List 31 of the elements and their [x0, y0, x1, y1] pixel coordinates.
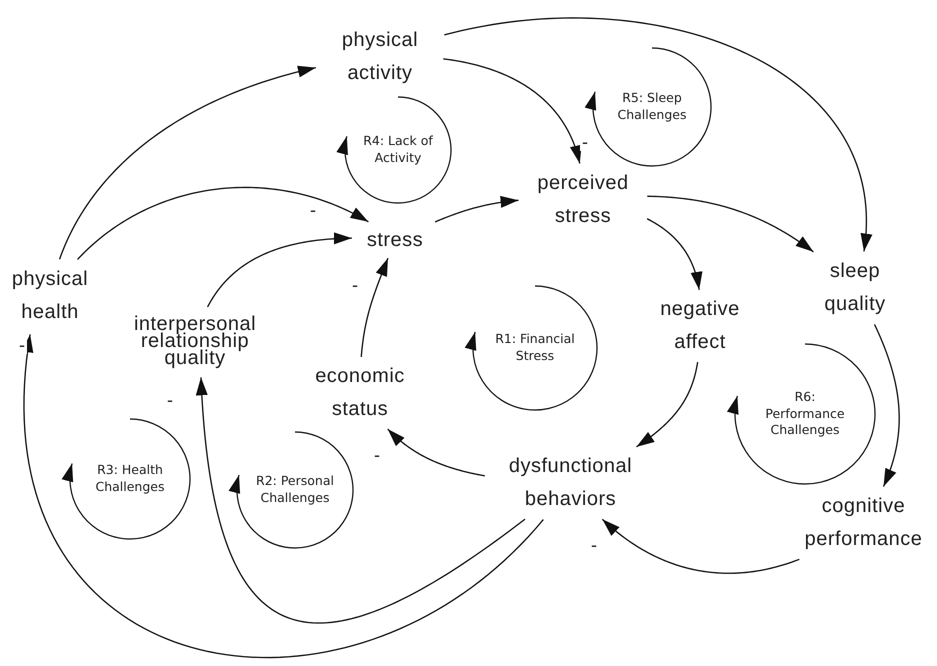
loop-label: R1: Financial Stress [495, 331, 575, 365]
causal-arrow [602, 518, 800, 574]
causal-arrow [443, 58, 582, 164]
causal-arrow [647, 196, 814, 252]
causal-arrow [434, 196, 519, 223]
causal-arrow [58, 66, 316, 260]
causal-arrow [196, 377, 526, 624]
variable-label: perceived stress [522, 167, 644, 233]
variable-label: economic status [300, 360, 420, 426]
loop-label: R6: Performance Challenges [764, 388, 846, 440]
variable-label: stress [355, 225, 435, 255]
loop-label: R3: Health Challenges [94, 462, 166, 496]
causal-arrow [387, 428, 485, 476]
causal-arrow [636, 362, 698, 448]
causal-arrow [444, 17, 872, 252]
variable-label: dysfunctional behaviors [488, 450, 653, 516]
causal-arrow [646, 218, 702, 290]
causal-arrow [360, 258, 389, 357]
variable-label: sleep quality [805, 255, 905, 321]
variable-label: physical health [0, 263, 100, 329]
causal-arrow [21, 334, 544, 658]
variable-label: interpersonal relationship quality [108, 310, 282, 372]
variable-label: negative affect [645, 293, 755, 359]
causal-arrow [206, 232, 352, 308]
causal-arrow [77, 186, 369, 260]
loop-label: R2: Personal Challenges [255, 473, 335, 507]
variable-label: cognitive performance [790, 490, 937, 556]
loop-label: R5: Sleep Challenges [616, 90, 688, 124]
loop-label: R4: Lack of Activity [363, 133, 433, 167]
variable-label: physical activity [320, 24, 440, 90]
causal-arrow [874, 324, 900, 487]
